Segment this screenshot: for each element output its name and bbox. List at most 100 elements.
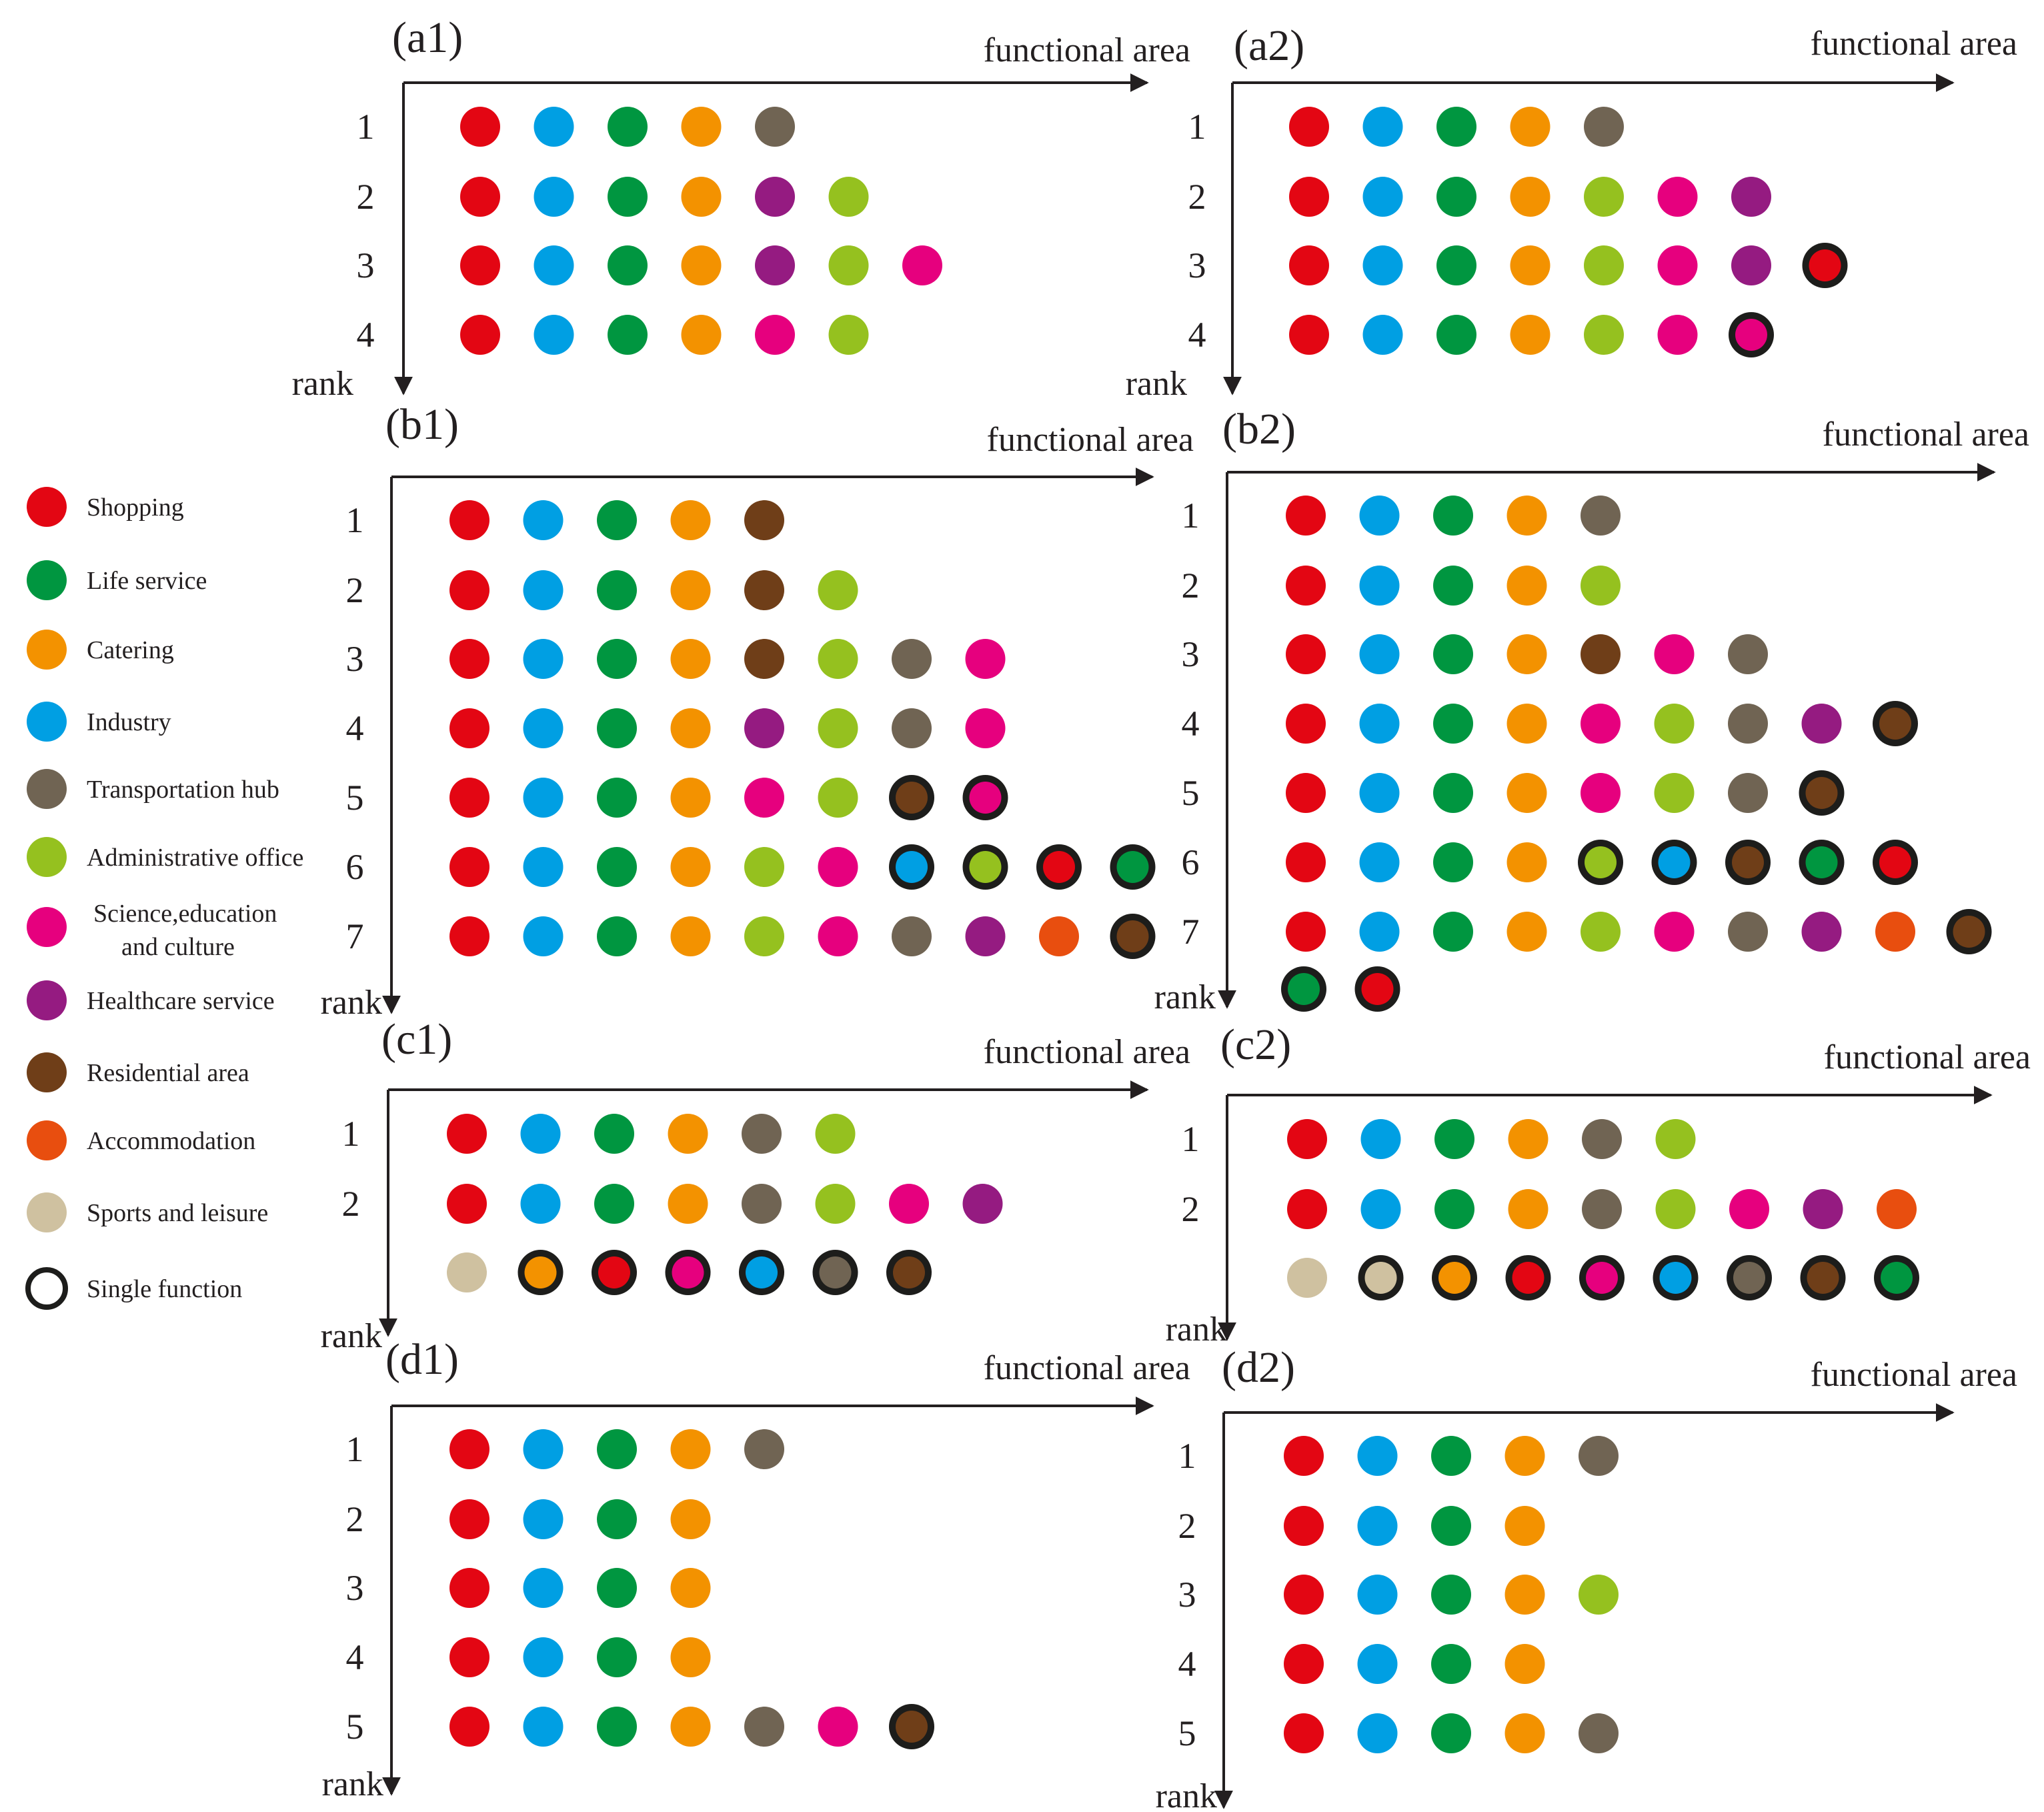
function-dot-science-education-culture xyxy=(818,1707,858,1747)
function-dot-life-service xyxy=(1433,634,1473,674)
rank-row xyxy=(447,1250,932,1295)
rank-row: 4 xyxy=(346,708,1006,748)
function-dot-shopping xyxy=(449,500,489,540)
function-dot-shopping xyxy=(447,1114,487,1154)
legend-label: Residential area xyxy=(87,1059,249,1087)
rank-row: 3 xyxy=(346,1568,711,1608)
function-dot-shopping xyxy=(449,1568,489,1608)
panel-label: (a2) xyxy=(1234,21,1304,70)
x-axis-title: functional area xyxy=(984,1349,1190,1387)
rank-number: 1 xyxy=(346,500,364,540)
rank-row: 5 xyxy=(346,775,1008,820)
single-function-dot-shopping xyxy=(1873,840,1918,885)
legend-swatch-sports-leisure xyxy=(27,1192,67,1232)
legend-swatch-residential-area xyxy=(27,1052,67,1092)
legend-label: Administrative office xyxy=(87,844,303,872)
rank-row: 5 xyxy=(346,1704,934,1749)
function-dot-transportation-hub xyxy=(1582,1189,1622,1229)
rank-row: 1 xyxy=(1188,107,1624,147)
function-dot-science-education-culture xyxy=(1654,912,1695,952)
legend-label: Single function xyxy=(87,1275,242,1303)
function-dot-sports-leisure xyxy=(1287,1258,1327,1298)
rank-row: 3 xyxy=(1188,243,1848,288)
rank-number: 5 xyxy=(1182,773,1200,813)
function-dot-industry xyxy=(523,1707,564,1747)
function-dot-administrative-office xyxy=(1654,773,1695,813)
legend-swatch-catering xyxy=(27,630,67,670)
function-dot-shopping xyxy=(449,1499,489,1539)
function-dot-catering xyxy=(670,570,711,610)
function-dot-life-service xyxy=(1434,1189,1474,1229)
function-dot-shopping xyxy=(460,177,500,217)
function-dot-transportation-hub xyxy=(1728,704,1768,744)
panel-label: (c2) xyxy=(1220,1020,1291,1069)
rank-row: 2 xyxy=(342,1184,1003,1224)
function-dot-science-education-culture xyxy=(1729,1189,1769,1229)
function-dot-transportation-hub xyxy=(892,708,932,748)
legend-swatch-science-education-culture xyxy=(27,907,67,947)
single-function-dot-science-education-culture xyxy=(1729,312,1774,357)
function-dot-shopping xyxy=(449,1637,489,1677)
y-axis-title: rank xyxy=(322,1765,383,1803)
function-dot-industry xyxy=(523,916,564,956)
function-dot-administrative-office xyxy=(1655,1119,1696,1159)
function-dot-industry xyxy=(523,570,564,610)
function-dot-catering xyxy=(681,245,722,285)
function-dot-catering xyxy=(681,107,722,147)
function-dot-transportation-hub xyxy=(744,1429,784,1469)
function-dot-industry xyxy=(523,1429,564,1469)
function-dot-life-service xyxy=(597,570,637,610)
function-dot-life-service xyxy=(1433,566,1473,606)
function-dot-catering xyxy=(670,639,711,679)
function-dot-transportation-hub xyxy=(1728,912,1768,952)
function-dot-administrative-office xyxy=(818,778,858,818)
x-axis-title: functional area xyxy=(1824,1038,2031,1076)
rank-row: 1 xyxy=(1178,1436,1619,1476)
rank-number: 3 xyxy=(346,1568,364,1608)
rank-number: 1 xyxy=(346,1429,364,1469)
legend-item-residential-area: Residential area xyxy=(27,1052,249,1092)
rank-row: 6 xyxy=(346,844,1156,890)
function-dot-life-service xyxy=(597,1429,637,1469)
function-dot-industry xyxy=(1357,1713,1398,1753)
function-dot-shopping xyxy=(1286,496,1326,536)
function-dot-administrative-office xyxy=(815,1184,856,1224)
function-dot-administrative-office xyxy=(828,315,869,355)
function-dot-catering xyxy=(670,1429,711,1469)
rank-row: 2 xyxy=(1182,566,1621,606)
rank-row: 3 xyxy=(1178,1575,1619,1615)
single-function-dot-residential-area xyxy=(1946,909,1992,954)
legend-label: Transportation hub xyxy=(87,776,279,804)
panel-label: (b1) xyxy=(385,400,459,449)
function-dot-healthcare-service xyxy=(744,708,784,748)
legend-item-accommodation: Accommodation xyxy=(27,1120,255,1160)
function-dot-industry xyxy=(1359,566,1400,606)
rank-number: 4 xyxy=(346,708,364,748)
function-dot-life-service xyxy=(1436,245,1476,285)
function-dot-life-service xyxy=(1433,912,1473,952)
function-dot-life-service xyxy=(597,778,637,818)
function-dot-science-education-culture xyxy=(818,916,858,956)
function-dot-life-service xyxy=(608,177,648,217)
rank-row: 2 xyxy=(346,570,858,610)
panels: (a1)functional arearank1234(a2)functiona… xyxy=(292,13,2031,1812)
function-dot-science-education-culture xyxy=(1657,177,1698,217)
legend-item-shopping: Shopping xyxy=(27,487,184,527)
function-dot-industry xyxy=(1362,177,1403,217)
single-function-dot-life-service xyxy=(1874,1255,1919,1300)
function-dot-catering xyxy=(1506,704,1547,744)
x-axis-title: functional area xyxy=(984,1033,1190,1071)
function-dot-industry xyxy=(523,500,564,540)
function-dot-sports-leisure xyxy=(447,1252,487,1292)
rank-number: 3 xyxy=(1188,245,1206,285)
function-dot-catering xyxy=(670,1568,711,1608)
function-dot-shopping xyxy=(1286,912,1326,952)
function-dot-life-service xyxy=(597,708,637,748)
function-dot-industry xyxy=(1359,634,1400,674)
function-dot-catering xyxy=(670,778,711,818)
